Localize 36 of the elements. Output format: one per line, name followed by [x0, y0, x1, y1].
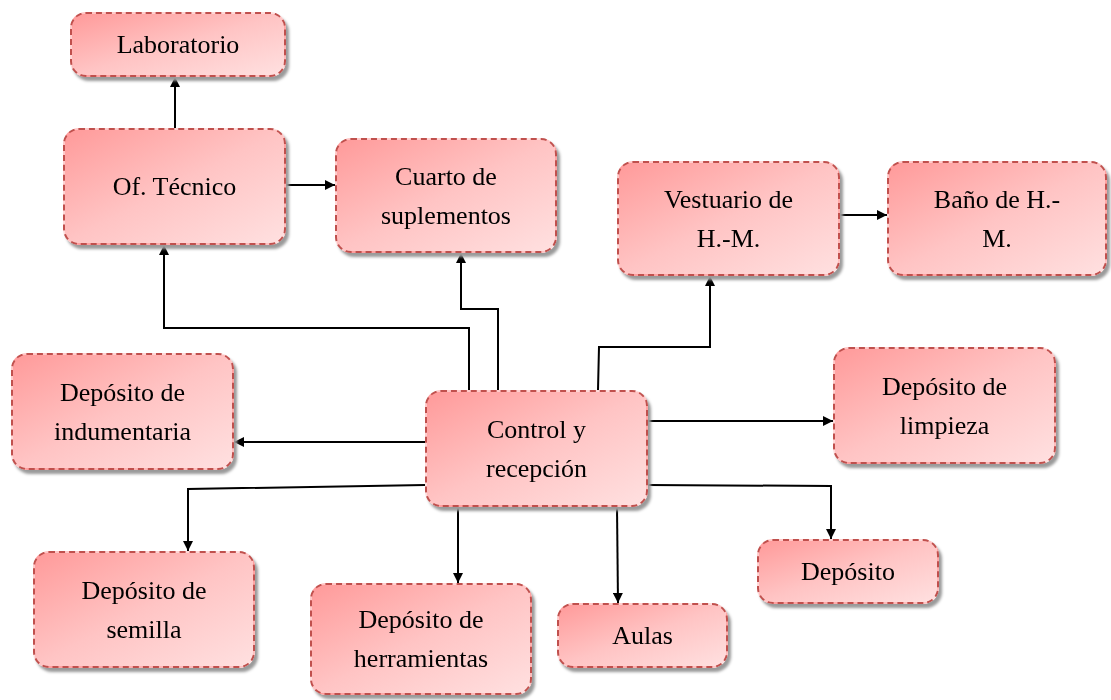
process-box	[11, 353, 234, 470]
process-box	[310, 583, 532, 695]
box-label: Of. Técnico	[112, 171, 237, 203]
box-label: Vestuario de H.-M.	[662, 183, 795, 255]
arrow	[233, 437, 426, 447]
arrow	[839, 210, 888, 220]
box-label: Baño de H.- M.	[932, 183, 1062, 255]
arrow	[170, 76, 180, 129]
box-label: Laboratorio	[116, 29, 240, 61]
box-label: Aulas	[612, 620, 673, 652]
process-box	[63, 128, 286, 245]
process-box	[887, 161, 1107, 276]
box-label: Depósito	[801, 556, 895, 588]
box-label: Depósito de semilla	[80, 574, 208, 646]
process-box	[33, 551, 255, 668]
arrow	[159, 244, 470, 391]
box-label: Depósito de herramientas	[352, 604, 490, 675]
box-label: Depósito de indumentaria	[52, 376, 193, 448]
process-box	[557, 603, 728, 668]
process-box	[757, 539, 939, 604]
arrow	[597, 275, 715, 391]
arrow	[183, 484, 426, 552]
process-box	[425, 390, 648, 507]
box-label: Control y recepción	[484, 413, 588, 485]
process-box	[70, 12, 286, 77]
process-box	[617, 161, 840, 276]
process-box	[335, 138, 557, 253]
process-box	[833, 347, 1056, 464]
arrow	[453, 506, 463, 584]
arrow	[612, 506, 623, 604]
arrow	[285, 180, 336, 190]
box-label: Depósito de limpieza	[881, 370, 1008, 442]
arrow	[456, 252, 499, 391]
arrow	[647, 416, 834, 426]
arrow	[647, 484, 836, 540]
box-label: Cuarto de suplementos	[380, 160, 512, 232]
